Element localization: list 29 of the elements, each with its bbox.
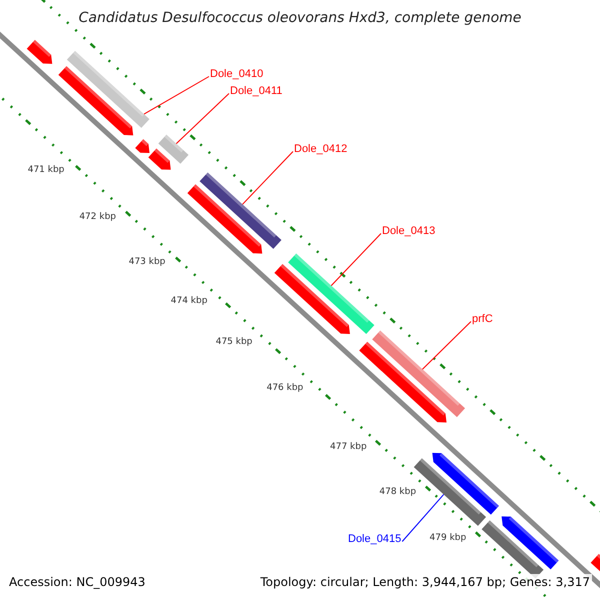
leader-line [330, 233, 382, 286]
position-label: 475 kbp [216, 338, 252, 347]
gene-label: Dole_0411 [230, 86, 282, 97]
gene-label: Dole_0412 [294, 144, 348, 155]
position-label: 476 kbp [266, 384, 304, 394]
leader-line [402, 494, 444, 542]
footer-text: Topology: circular; Length: 3,944,167 bp; Genes: 3,317 [258, 574, 592, 590]
position-label: 471 kbp [28, 166, 64, 175]
gene-bar [414, 458, 486, 526]
position-label: 478 kbp [379, 488, 416, 497]
leader-line [242, 151, 294, 205]
leader-line [144, 76, 210, 115]
gene-bar [372, 330, 466, 418]
position-label: 473 kbp [128, 258, 166, 268]
gene-label: Dole_0410 [210, 69, 264, 80]
position-label: 474 kbp [170, 296, 208, 306]
gene-bar [158, 134, 189, 164]
footer-text: Accession: NC_009943 [7, 574, 148, 590]
gene-label: prfC [472, 314, 493, 325]
position-label: 472 kbp [79, 212, 116, 222]
gene-bar [288, 254, 374, 334]
gene-bar [200, 172, 282, 249]
gene-bar [66, 50, 150, 128]
gene-label: Dole_0415 [348, 534, 402, 545]
leader-line [422, 321, 472, 370]
gene-label: Dole_0413 [382, 226, 436, 237]
leader-line [176, 93, 230, 144]
title: Candidatus Desulfococcus oleovorans Hxd3, complete genome [78, 11, 522, 25]
position-label: 477 kbp [330, 442, 367, 452]
